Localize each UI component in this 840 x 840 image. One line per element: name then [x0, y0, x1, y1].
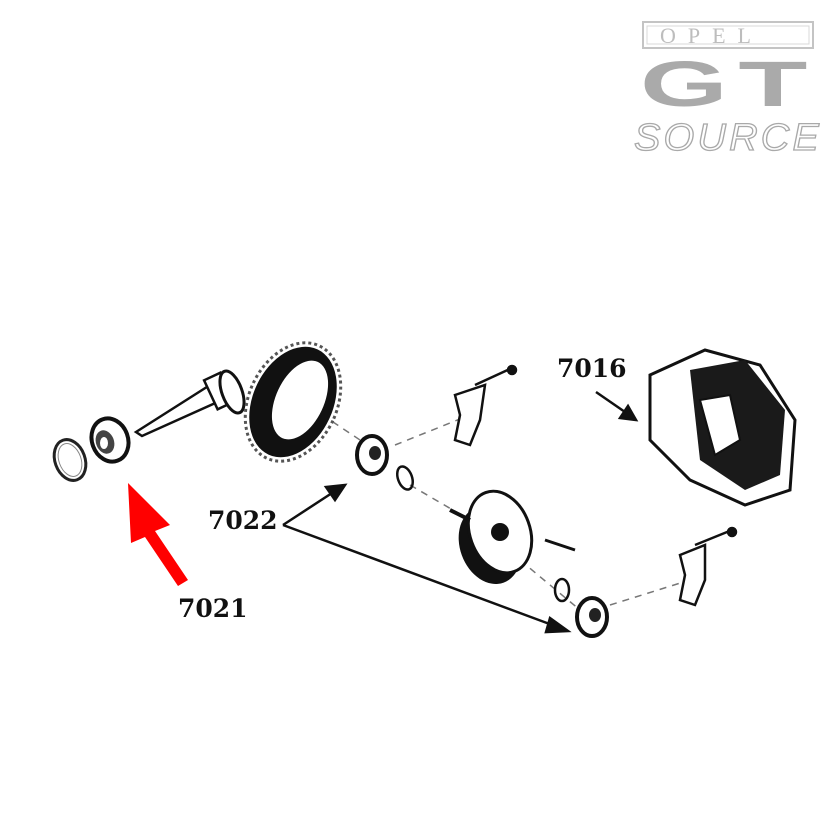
pinion-bearing	[89, 416, 131, 464]
arrows-7022	[282, 483, 572, 634]
red-arrow-7021	[128, 483, 188, 586]
label-7022: 7022	[208, 506, 278, 535]
label-7016: 7016	[557, 354, 627, 383]
bearing-cap-top	[453, 364, 518, 447]
differential-cover	[648, 348, 797, 507]
snap-ring	[52, 438, 88, 482]
shim-ring-right	[553, 577, 571, 603]
logo-opel-text: OPEL	[660, 23, 763, 48]
label-7021: 7021	[178, 594, 248, 623]
ring-gear	[243, 341, 343, 463]
differential-carrier	[449, 489, 576, 584]
bearing-cap-bottom	[678, 526, 738, 607]
shim-ring	[395, 465, 415, 491]
arrow-7016	[595, 390, 639, 422]
pinion-shaft	[133, 369, 246, 438]
carrier-bearing-left	[355, 434, 389, 476]
logo-source-text: SOURCE	[634, 117, 822, 159]
carrier-bearing-right	[575, 596, 609, 638]
logo-gt-text: GT	[640, 48, 818, 120]
opel-gt-source-logo: OPEL GT SOURCE	[633, 21, 822, 160]
